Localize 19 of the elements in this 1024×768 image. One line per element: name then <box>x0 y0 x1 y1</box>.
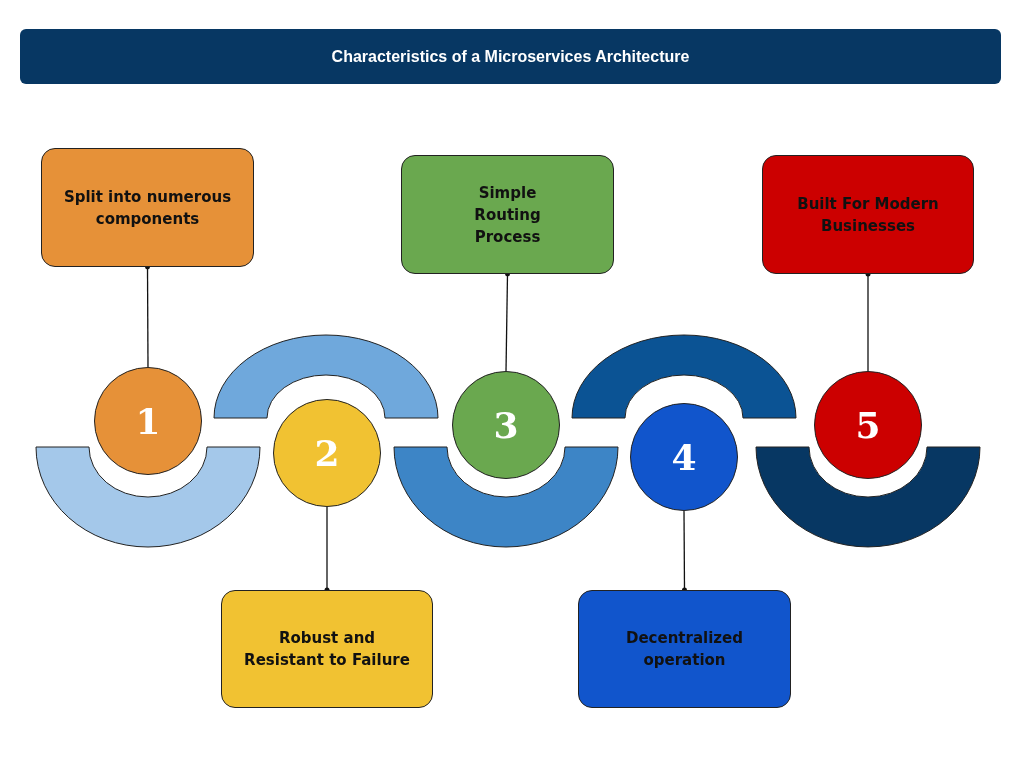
text-box <box>221 590 433 708</box>
number-circle <box>814 371 922 479</box>
box-text: Decentralized operation <box>625 628 744 671</box>
box-text: Robust and Resistant to Failure <box>243 628 411 671</box>
step-number: 5 <box>855 404 881 446</box>
title-text: Characteristics of a Microservices Architecture <box>331 47 690 66</box>
box-text: Split into numerous components <box>62 186 233 230</box>
step-number: 2 <box>314 432 340 474</box>
number-circle <box>94 367 202 475</box>
box-text: Built For Modern Businesses <box>796 193 940 237</box>
text-box <box>762 155 974 274</box>
text-box <box>401 155 614 274</box>
text-box <box>41 148 254 267</box>
text-box <box>578 590 791 708</box>
step-number: 4 <box>671 436 697 478</box>
step-number: 1 <box>135 400 161 442</box>
box-text: Simple Routing Process <box>473 182 542 248</box>
number-circle <box>452 371 560 479</box>
step-number: 3 <box>493 404 519 446</box>
